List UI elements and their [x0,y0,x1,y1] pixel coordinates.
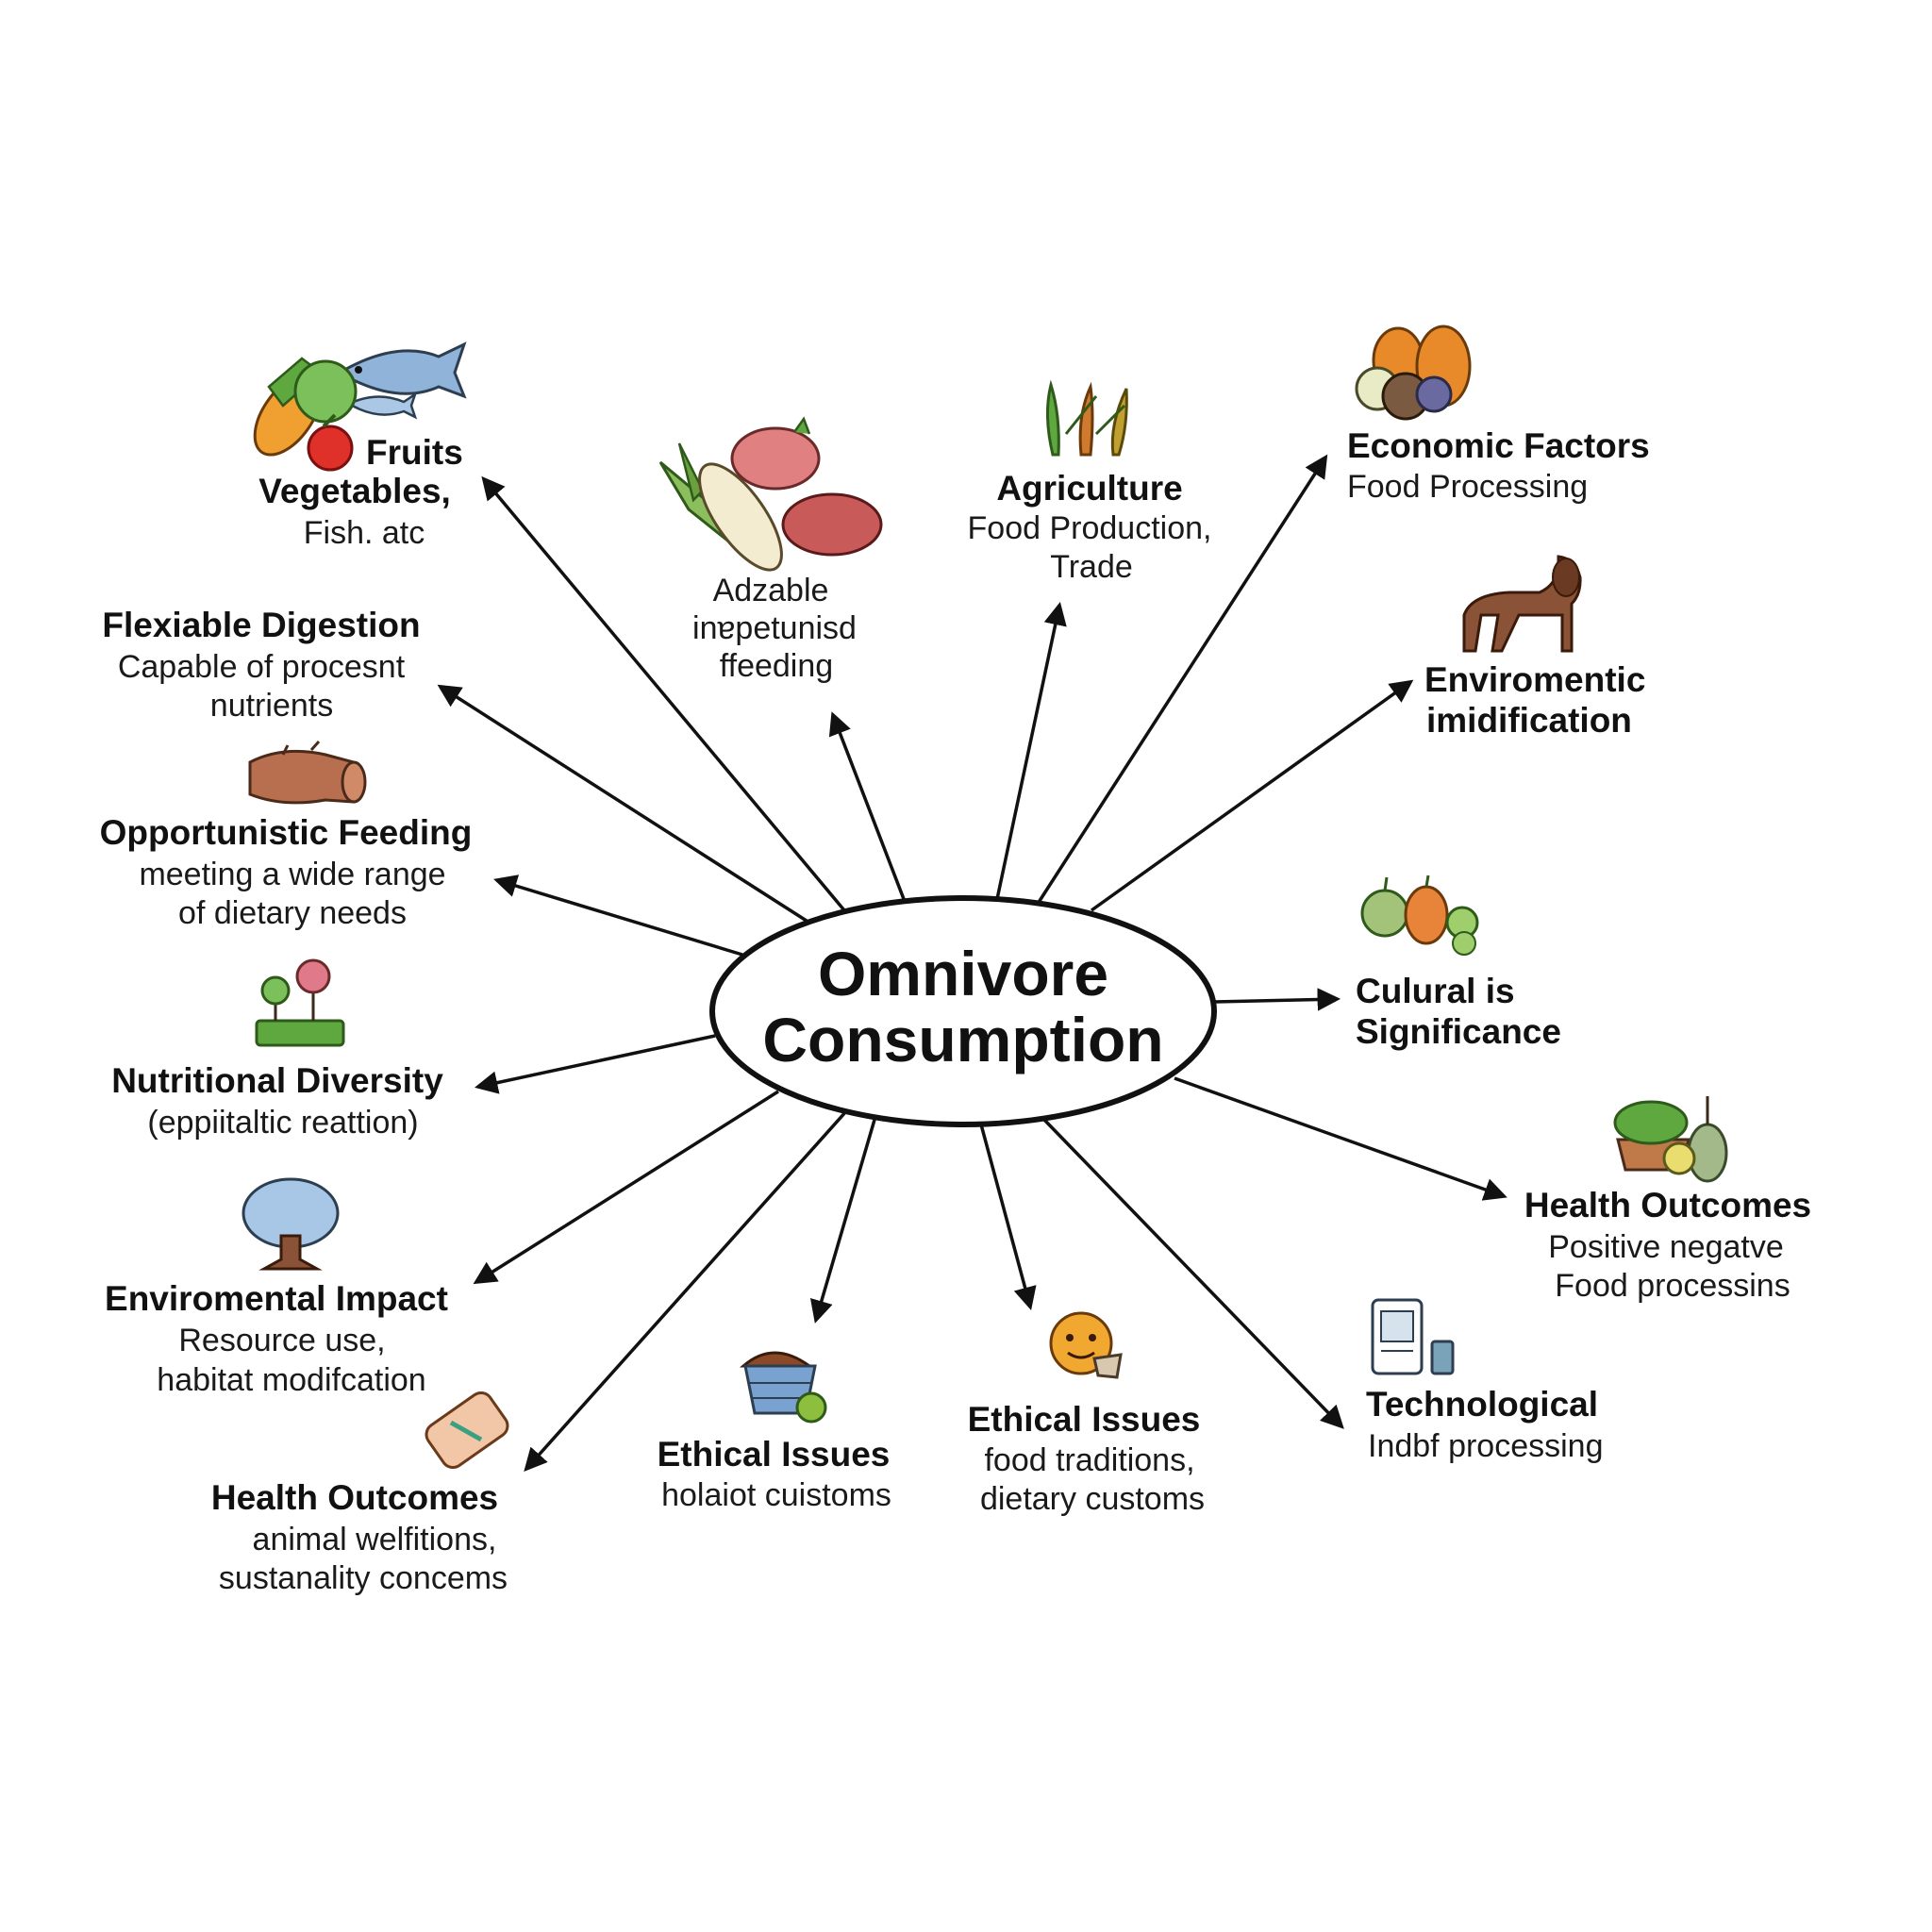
arrow-to-fruits [481,475,846,912]
opportunistic-sub-line-2: of dietary needs [178,895,407,931]
arrows [437,454,1507,1473]
sprouts-icon [255,958,345,1047]
node-opportunistic-feeding: Opportunistic Feeding meeting a wide ran… [100,813,473,931]
flexible-title: Flexiable Digestion [102,606,420,644]
hub-title-line-1: Omnivore [818,939,1108,1008]
arrow-to-ethical-issues-2 [979,1124,1037,1310]
health-right-sub-line-1: Positive negatve [1548,1229,1784,1265]
node-ethical-issues-1: Ethical Issues holaiot cuistoms [658,1435,891,1513]
health-left-title: Health Outcomes [211,1478,498,1517]
fruits-subtitle: Fish. atc [304,515,425,551]
health-right-sub-line-2: Food processins [1555,1268,1790,1304]
cultural-title-line-2: Significance [1356,1012,1561,1051]
agriculture-sub-line-2: Trade [1050,549,1133,585]
arrow-to-ethical-issues-1 [809,1119,876,1324]
arrow-to-cultural-significance [1213,988,1341,1011]
node-agriculture: Agriculture Food Production, Trade [968,469,1212,585]
environmental-sub-line-2: habitat modifcation [157,1362,425,1398]
adaptable-line-3: ffeeding [720,648,833,684]
node-cultural-significance: Culural is Significance [1356,972,1561,1051]
adaptable-line-1: Adzable [713,573,829,608]
node-fruits: Fruits Vegetables, Fish. atc [258,433,463,551]
tablet-device-icon [1371,1298,1455,1375]
hub-ellipse [709,895,1217,1127]
opportunistic-sub-line-1: meeting a wide range [139,857,445,892]
arrow-to-health-outcomes-left [524,1109,848,1473]
node-adaptable: Adzable inɐpetunisd ffeeding [692,573,857,684]
fruits-vegetables-fish-icon [253,341,467,472]
hub-title-line-2: Consumption [762,1005,1163,1074]
arrow-to-opportunistic-feeding [493,874,743,957]
technological-subtitle: Indbf processing [1368,1428,1604,1464]
potted-vegetables-icon [1613,1096,1728,1183]
flexible-sub-line-1: Capable of procesnt [118,649,406,685]
opportunistic-title: Opportunistic Feeding [100,813,473,852]
fruits-title-line-2: Vegetables, [258,472,451,510]
nutritional-subtitle: (eppiitaltic reattion) [147,1105,418,1141]
ethical-2-sub-line-2: dietary customs [980,1481,1205,1517]
health-right-title: Health Outcomes [1524,1186,1811,1224]
food-bowl-icon [740,1351,827,1424]
health-left-sub-line-2: sustanality concems [219,1560,508,1596]
node-health-outcomes-left: Health Outcomes animal welfitions, susta… [211,1478,508,1596]
node-enviromentic: Enviromentic imidification [1424,660,1645,740]
arrow-to-enviromentic [1090,679,1414,912]
fruits-title-line-1: Fruits [366,433,463,472]
enviromentic-title-line-2: imidification [1426,701,1632,740]
agriculture-sub-line-1: Food Production, [968,510,1212,546]
smiley-face-icon [1049,1311,1123,1379]
tree-icon [242,1177,340,1271]
adaptable-line-2: inɐpetunisd [692,610,857,646]
bandage-icon [425,1391,509,1470]
pumpkins-produce-icon [1355,325,1472,421]
ethical-1-title: Ethical Issues [658,1435,891,1474]
node-ethical-issues-2: Ethical Issues food traditions, dietary … [968,1400,1205,1517]
node-technological: Technological Indbf processing [1366,1385,1604,1464]
environmental-title: Enviromental Impact [105,1279,448,1318]
node-environmental-impact: Enviromental Impact Resource use, habita… [105,1279,448,1398]
nutritional-title: Nutritional Diversity [111,1061,443,1100]
cultural-title-line-1: Culural is [1356,972,1515,1010]
economic-subtitle: Food Processing [1347,469,1588,505]
arrow-to-economic-factors [1036,454,1328,905]
arrow-to-adaptable [828,711,906,900]
node-nutritional-diversity: Nutritional Diversity (eppiitaltic reatt… [111,1061,443,1141]
technological-title: Technological [1366,1385,1598,1424]
crop-plants-icon [1045,379,1128,457]
log-icon [248,741,367,805]
arrow-to-agriculture [995,602,1067,900]
arrow-to-environmental-impact [473,1090,779,1285]
agriculture-title: Agriculture [996,469,1182,508]
ethical-2-title: Ethical Issues [968,1400,1201,1439]
node-economic: Economic Factors Food Processing [1347,426,1650,505]
dog-icon [1462,555,1582,653]
flexible-sub-line-2: nutrients [210,688,333,724]
meat-vegetables-icon [658,416,883,572]
ethical-2-sub-line-1: food traditions, [984,1442,1194,1478]
arrow-to-flexible-digestion [437,684,810,924]
environmental-sub-line-1: Resource use, [178,1323,385,1358]
arrow-to-nutritional-diversity [475,1034,716,1094]
ethical-1-subtitle: holaiot cuistoms [661,1477,891,1513]
arrow-to-technological [1042,1118,1344,1429]
node-flexible-digestion: Flexiable Digestion Capable of procesnt … [102,606,420,724]
hub: Omnivore Consumption [709,895,1217,1127]
node-health-outcomes-right: Health Outcomes Positive negatve Food pr… [1524,1186,1811,1304]
economic-title: Economic Factors [1347,426,1650,465]
enviromentic-title-line-1: Enviromentic [1424,660,1645,699]
arrow-to-health-outcomes-right [1174,1076,1507,1201]
health-left-sub-line-1: animal welfitions, [253,1522,497,1557]
fruit-basket-icon [1360,874,1479,956]
